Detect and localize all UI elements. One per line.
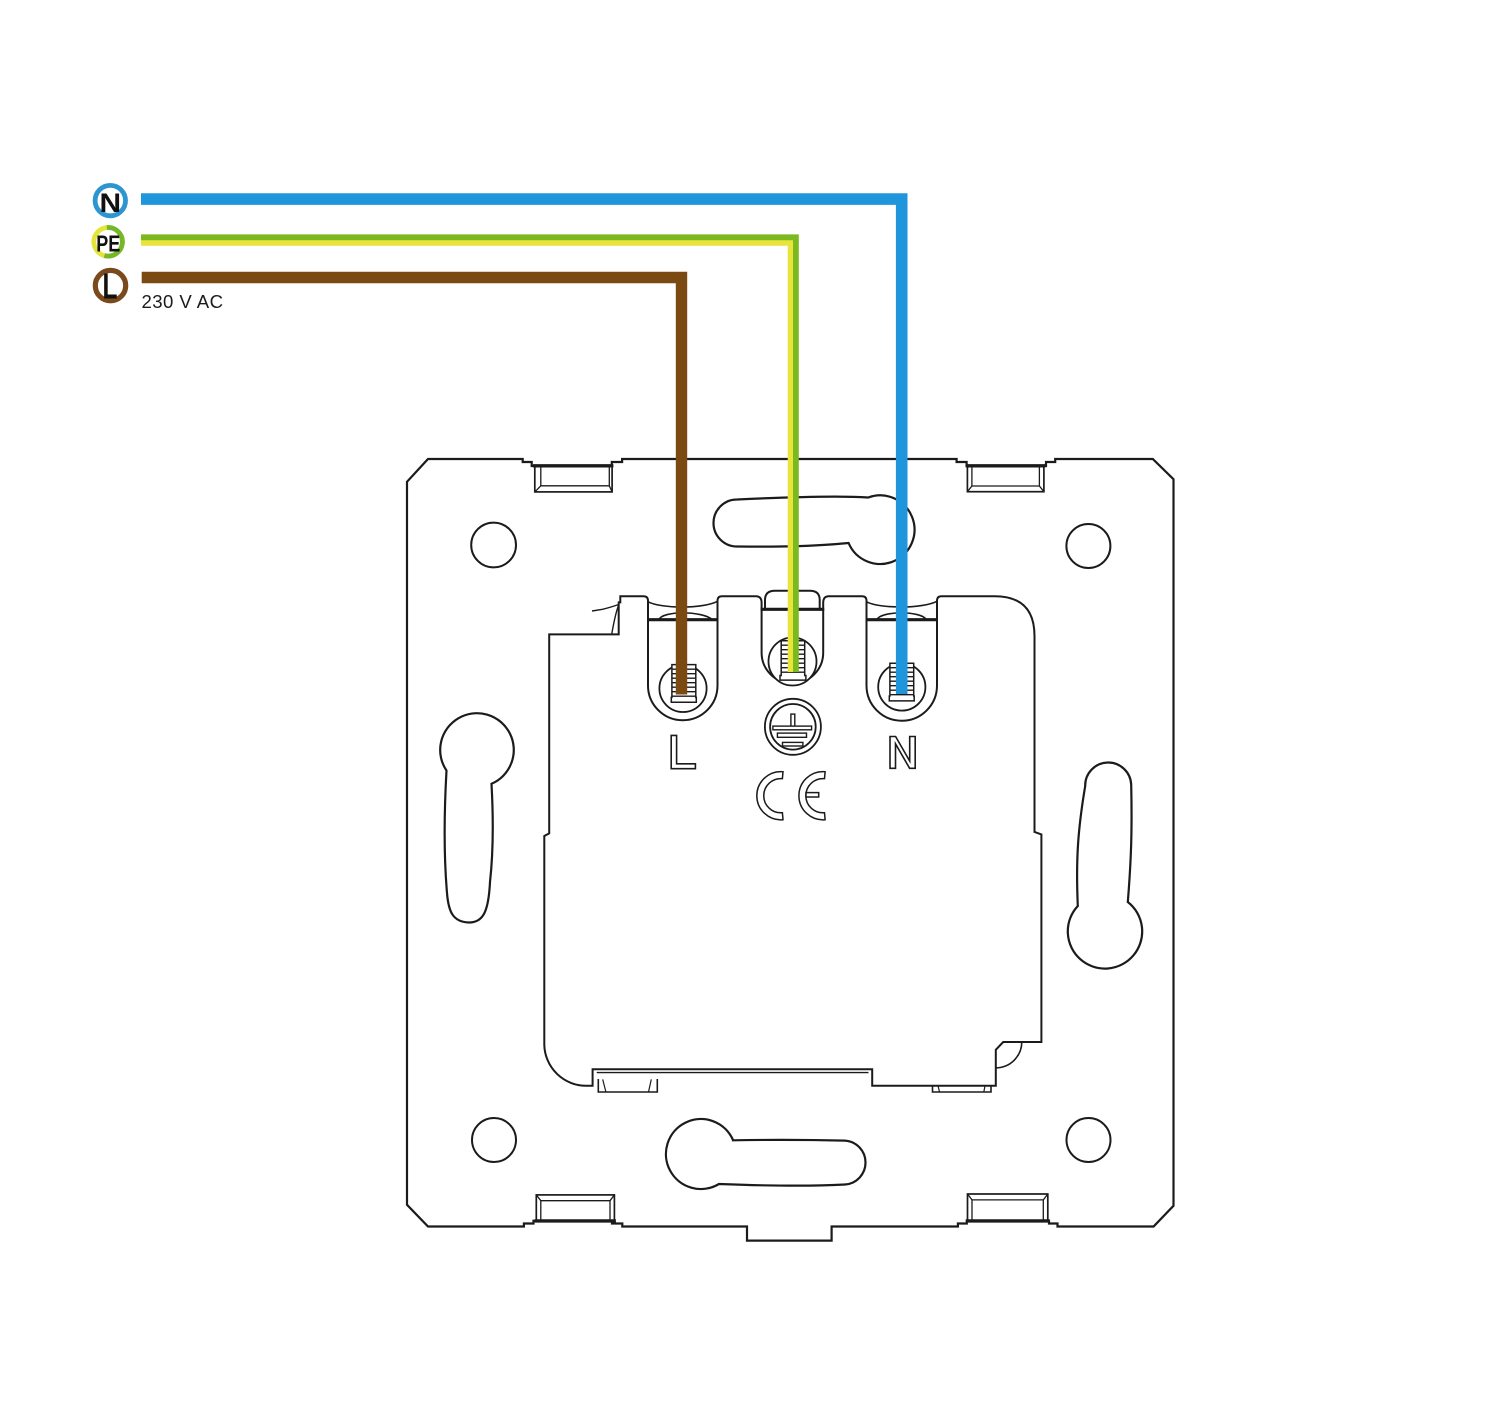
svg-text:230 V AC: 230 V AC: [142, 291, 224, 312]
svg-text:N: N: [100, 188, 122, 218]
svg-text:L: L: [103, 265, 118, 306]
svg-text:PE: PE: [96, 231, 120, 257]
